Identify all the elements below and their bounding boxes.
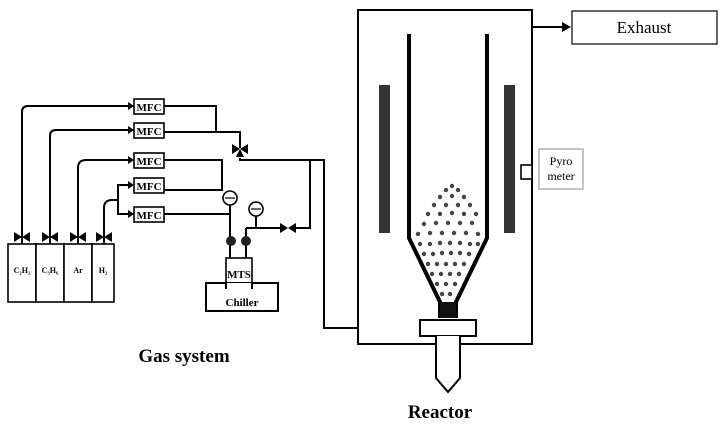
pyrometer-label-2: meter — [547, 169, 574, 183]
cylinder-label-h2: H₂ — [99, 266, 108, 275]
particle-bed — [415, 183, 481, 297]
cylinder-label-c2h2: C₂H₂ — [14, 266, 31, 275]
pyrometer-window — [520, 164, 533, 180]
reactor: Pyro meter Exhaust — [357, 9, 718, 394]
needle-valve-icon — [280, 223, 296, 233]
mfc-box — [133, 177, 165, 194]
gas-cylinders: C₂H₂ C₃H₆ Ar H₂ — [7, 243, 115, 303]
three-way-valve — [232, 144, 248, 157]
pyrometer-label-1: Pyro — [550, 154, 573, 168]
exhaust-label: Exhaust — [617, 18, 672, 37]
mfc-label: MFC — [136, 181, 161, 193]
mfc-box — [133, 122, 165, 139]
gas-system-title: Gas system — [138, 346, 229, 367]
gas-distributor — [419, 319, 477, 337]
chiller-label: Chiller — [226, 297, 259, 309]
mts-bubbler: MTS Chiller — [205, 214, 279, 312]
valve-icon — [226, 236, 236, 246]
mfc-label: MFC — [136, 210, 161, 222]
cylinder-label-ar: Ar — [73, 266, 83, 275]
cylinder-c2h2 — [7, 243, 37, 303]
inlet-nozzle — [435, 336, 461, 394]
mfc-label: MFC — [136, 156, 161, 168]
pyrometer-box — [538, 148, 584, 190]
gas-lines — [21, 102, 134, 244]
valve-icon — [241, 236, 251, 246]
cylinder-valves — [14, 232, 112, 242]
cylinder-c3h6 — [35, 243, 65, 303]
heater-left — [379, 85, 390, 233]
mfc-label: MFC — [136, 126, 161, 138]
exhaust-box — [571, 10, 718, 45]
mfc-group: MFC MFC MFC MFC MFC — [133, 98, 165, 223]
mts-label: MTS — [227, 269, 251, 281]
heater-right — [504, 85, 515, 233]
cylinder-label-c3h6: C₃H₆ — [42, 266, 59, 275]
mfc-label: MFC — [136, 102, 161, 114]
pressure-gauges — [222, 190, 264, 217]
reactor-title: Reactor — [408, 402, 473, 423]
